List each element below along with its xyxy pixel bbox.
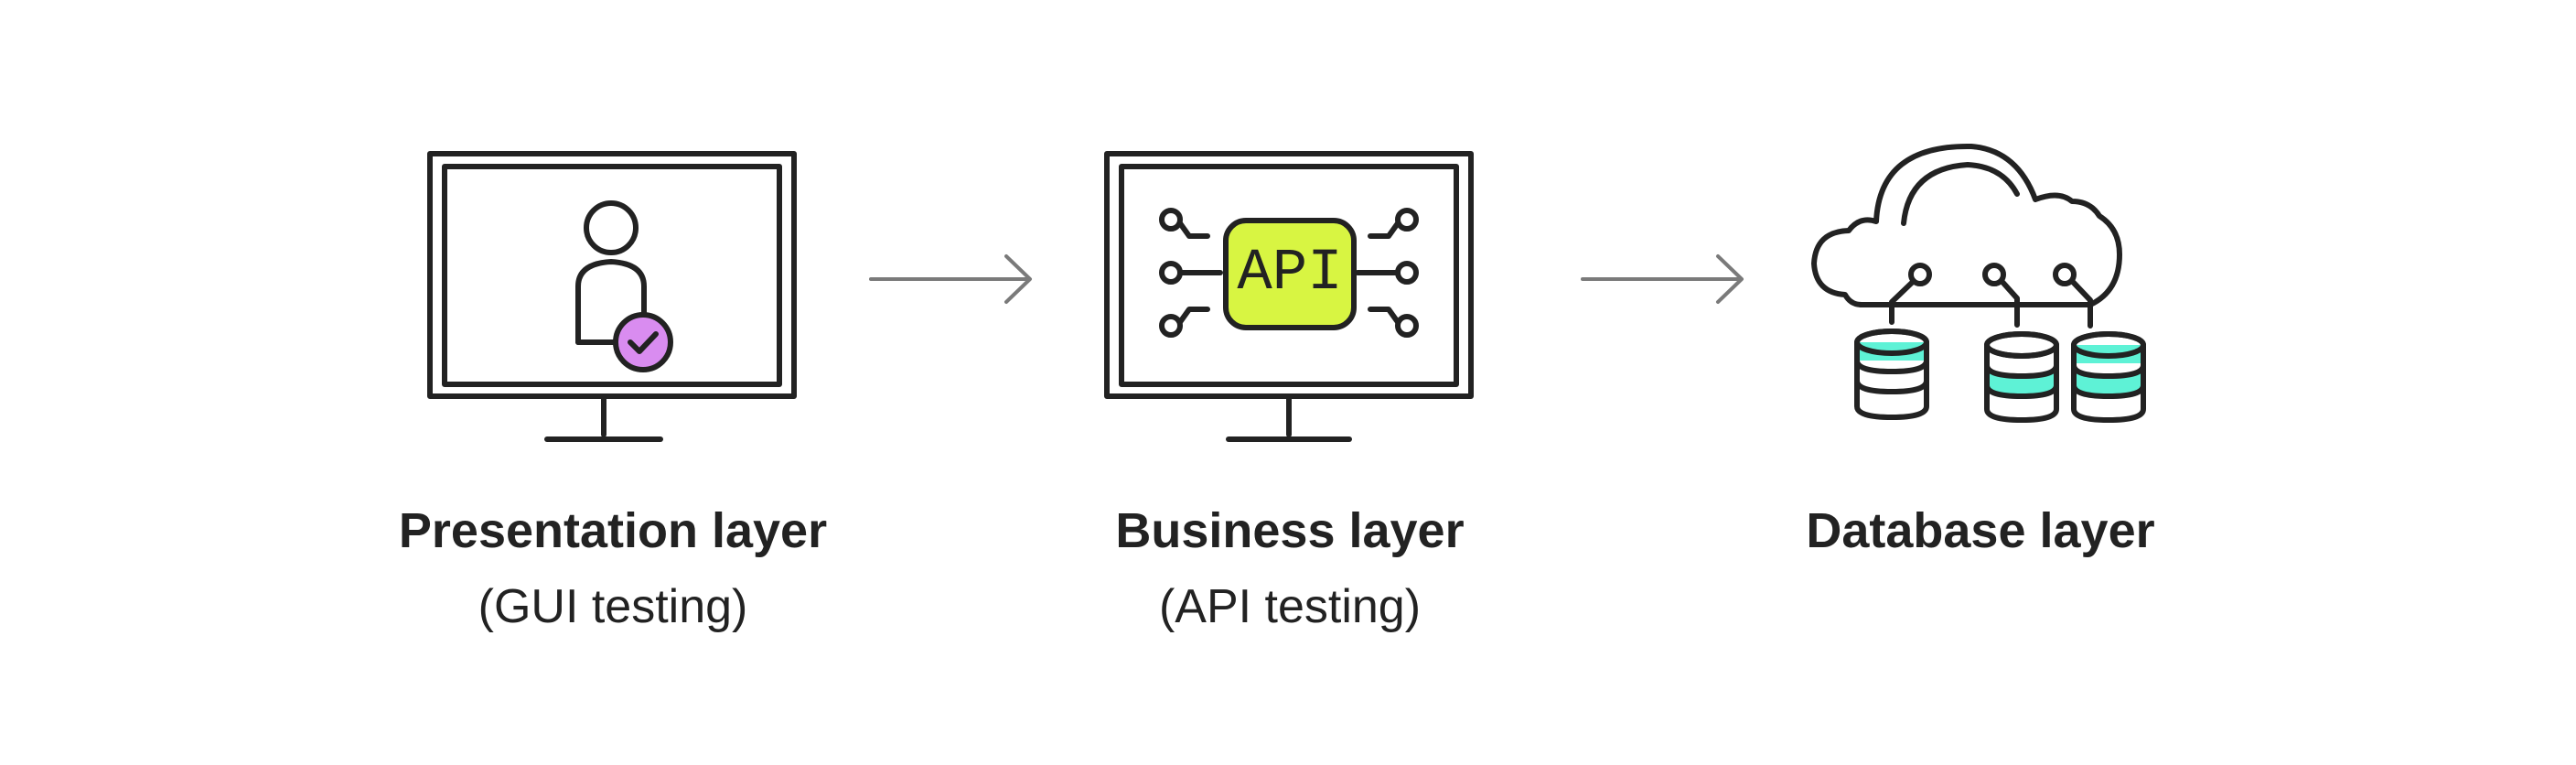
monitor-api-icon: API (1006, 137, 1573, 458)
layer-subtitle: (GUI testing) (478, 580, 748, 633)
right-arrow-icon (869, 247, 1043, 311)
layer-title: Presentation layer (398, 503, 828, 558)
layer-title: Database layer (1806, 503, 2155, 558)
monitor-user-check-icon (329, 137, 896, 458)
cloud-database-icon (1697, 137, 2264, 458)
presentation-layer: Presentation layer (GUI testing) (329, 0, 896, 765)
layer-title: Business layer (1115, 503, 1465, 558)
database-layer: Database layer (1697, 0, 2264, 765)
api-badge-label: API (1237, 241, 1343, 307)
business-layer: API Business layer (API testing) (1006, 0, 1573, 765)
layer-subtitle: (API testing) (1158, 580, 1422, 633)
right-arrow-icon (1581, 247, 1755, 311)
